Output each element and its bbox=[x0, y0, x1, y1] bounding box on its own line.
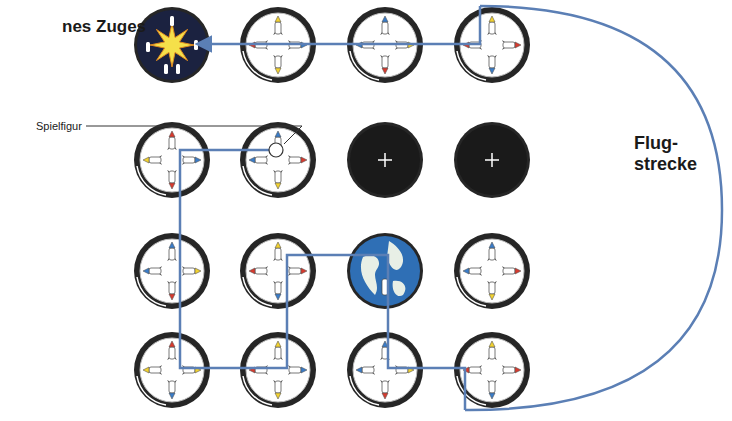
rocket-symbol bbox=[273, 341, 283, 360]
flight-bracket bbox=[465, 6, 722, 410]
board-disc bbox=[134, 233, 210, 309]
rocket-symbol bbox=[380, 55, 390, 74]
disc-rim bbox=[240, 233, 316, 309]
rocket-symbol bbox=[273, 16, 283, 35]
rocket-symbol bbox=[167, 341, 177, 360]
turn-arrow bbox=[137, 166, 166, 195]
turn-arrow bbox=[457, 376, 486, 405]
disc-rim bbox=[454, 122, 530, 198]
board-disc bbox=[240, 332, 316, 408]
rocket-symbol bbox=[356, 365, 375, 375]
player-piece bbox=[269, 143, 283, 157]
region-label: Flug- strecke bbox=[634, 133, 706, 174]
board-disc bbox=[240, 122, 316, 198]
disc-rim bbox=[454, 233, 530, 309]
board-disc bbox=[240, 233, 316, 309]
rocket-symbol bbox=[395, 365, 414, 375]
board-disc bbox=[454, 122, 530, 198]
plus-symbol bbox=[378, 153, 392, 167]
rocket-symbol bbox=[182, 365, 201, 375]
rocket-symbol bbox=[502, 40, 521, 50]
leader-line bbox=[86, 126, 302, 144]
turn-arrow bbox=[137, 277, 166, 306]
disc-rim bbox=[134, 332, 210, 408]
disc-face bbox=[246, 338, 310, 402]
turn-arrow bbox=[243, 277, 272, 306]
board-disc bbox=[134, 122, 210, 198]
disc-face bbox=[140, 239, 204, 303]
rocket-symbol bbox=[182, 155, 201, 165]
turn-arrow bbox=[350, 376, 379, 405]
rocket-symbol bbox=[502, 365, 521, 375]
rocket-symbol bbox=[249, 155, 268, 165]
part-label: Spielfigur bbox=[36, 120, 82, 133]
disc-rim bbox=[134, 233, 210, 309]
rocket-symbol bbox=[273, 55, 283, 74]
board-disc bbox=[134, 332, 210, 408]
disc-face bbox=[460, 338, 524, 402]
rocket-symbol bbox=[143, 266, 162, 276]
rocket-symbol bbox=[487, 281, 497, 300]
disc-rim bbox=[347, 233, 423, 309]
turn-arrow bbox=[350, 51, 379, 80]
explosion-symbol bbox=[150, 23, 194, 67]
disc-rim bbox=[134, 122, 210, 198]
rocket-symbol bbox=[167, 380, 177, 399]
board-disc bbox=[347, 122, 423, 198]
turn-arrow bbox=[457, 51, 486, 80]
rocket-symbol bbox=[502, 266, 521, 276]
move-path bbox=[198, 6, 480, 44]
rocket-symbol bbox=[143, 155, 162, 165]
rocket-symbol bbox=[249, 365, 268, 375]
rocket-symbol bbox=[167, 170, 177, 189]
plus-symbol bbox=[485, 153, 499, 167]
turn-arrow bbox=[243, 166, 272, 195]
disc-face bbox=[246, 128, 310, 192]
turn-arrow bbox=[137, 376, 166, 405]
turn-arrow bbox=[243, 376, 272, 405]
rocket-symbol bbox=[167, 131, 177, 150]
disc-rim bbox=[347, 332, 423, 408]
board-disc bbox=[347, 233, 423, 309]
disc-rim bbox=[347, 122, 423, 198]
rocket-symbol bbox=[273, 242, 283, 261]
disc-rim bbox=[240, 122, 316, 198]
board-disc bbox=[454, 233, 530, 309]
rocket-symbol bbox=[167, 242, 177, 261]
rocket-symbol bbox=[487, 55, 497, 74]
rocket-symbol bbox=[487, 380, 497, 399]
rocket-symbol bbox=[182, 266, 201, 276]
rocket-symbol bbox=[487, 16, 497, 35]
rocket-symbol bbox=[288, 365, 307, 375]
rocket-symbol bbox=[249, 266, 268, 276]
rocket-symbol bbox=[380, 16, 390, 35]
heading: nes Zuges bbox=[62, 17, 146, 37]
rocket-symbol bbox=[143, 365, 162, 375]
rocket-symbol bbox=[273, 380, 283, 399]
rocket-symbol bbox=[487, 341, 497, 360]
disc-face bbox=[353, 338, 417, 402]
disc-rim bbox=[240, 332, 316, 408]
turn-arrow bbox=[457, 277, 486, 306]
rocket-symbol bbox=[380, 380, 390, 399]
rocket-symbol bbox=[487, 242, 497, 261]
rocket-symbol bbox=[463, 266, 482, 276]
disc-face bbox=[140, 338, 204, 402]
rocket-symbol bbox=[273, 170, 283, 189]
rocket-symbol bbox=[288, 266, 307, 276]
move-path bbox=[180, 150, 465, 410]
rocket-symbol bbox=[167, 281, 177, 300]
disc-face bbox=[460, 239, 524, 303]
disc-face bbox=[246, 239, 310, 303]
turn-arrow bbox=[243, 51, 272, 80]
board-disc bbox=[347, 332, 423, 408]
rocket-symbol bbox=[273, 281, 283, 300]
rocket-symbol bbox=[288, 155, 307, 165]
earth-symbol bbox=[350, 236, 420, 306]
disc-face bbox=[140, 128, 204, 192]
